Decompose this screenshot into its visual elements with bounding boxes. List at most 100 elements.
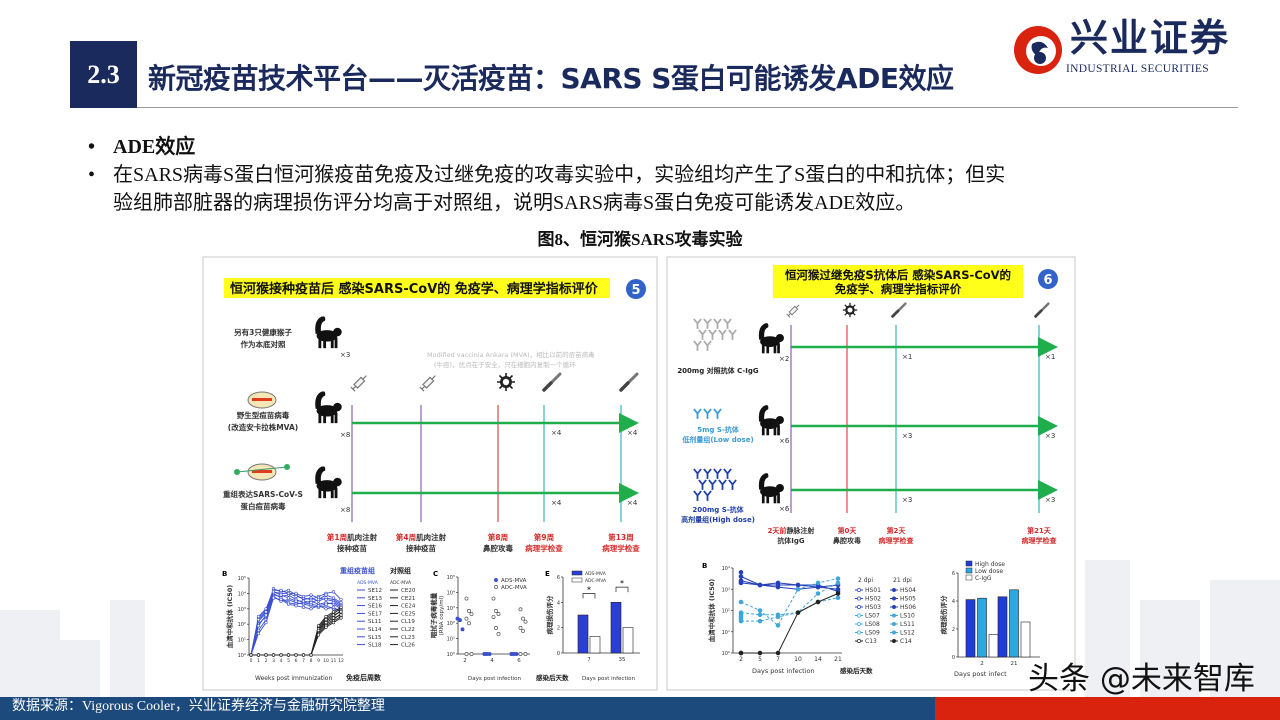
left-banner-text: 恒河猴接种疫苗后 感染SARS-CoV的 免疫学、病理学指标评价: [230, 281, 599, 297]
bar-ADC-MVA: [589, 636, 601, 654]
legend-label: ADS-MVA: [501, 578, 527, 584]
significance-marker: *: [587, 585, 591, 594]
data-point-ADC-MVA: [518, 652, 523, 656]
data-point: [835, 576, 841, 581]
data-point-ADC-MVA: [494, 608, 498, 613]
virus-icon: [496, 372, 516, 392]
x-tick-label: 6: [295, 658, 298, 664]
data-point: [815, 591, 821, 596]
y-tick-label: 10⁰: [447, 652, 455, 658]
virus-icon: [842, 302, 858, 318]
data-point-ADC-MVA: [464, 652, 469, 656]
bar-ADS-MVA: [610, 602, 622, 654]
data-point: [757, 618, 763, 624]
left-badge-text: 5: [631, 283, 640, 298]
group-label: 200mg S-抗体: [692, 505, 744, 514]
data-point: [324, 621, 328, 625]
data-point: [331, 621, 336, 625]
data-point-ADC-MVA: [521, 616, 525, 621]
x-tick-label: 2: [265, 658, 268, 664]
timepoint-label: 第4周肌肉注射: [396, 532, 447, 542]
logo-text: 兴业证券: [1070, 18, 1231, 60]
y-tick-label: 6: [952, 571, 955, 577]
data-point: [757, 650, 763, 656]
data-point: [316, 633, 321, 637]
timepoint-detail: 鼻腔攻毒: [833, 536, 861, 545]
footer-accent: [935, 697, 1280, 720]
data-point: [286, 596, 291, 600]
legend-label: LS10: [900, 613, 915, 620]
legend-swatch: [571, 577, 583, 583]
data-point: [309, 593, 313, 597]
data-point: [738, 599, 744, 605]
data-point: [324, 614, 328, 619]
timepoint-detail: 病理学检查: [879, 536, 915, 545]
data-point: [324, 602, 328, 606]
x-axis-label-cn: 感染后天数: [840, 666, 873, 675]
y-tick-label: 10⁰: [238, 653, 246, 659]
bullet-marker: •: [88, 164, 96, 186]
skyline-decoration: [0, 610, 60, 697]
data-point: [835, 586, 841, 592]
data-point-ADS-MVA: [514, 652, 519, 656]
timepoint-label: 第2天: [887, 526, 907, 535]
end-count: ×1: [1045, 353, 1055, 361]
data-point: [339, 613, 343, 617]
data-point: [256, 631, 261, 636]
data-point: [324, 597, 328, 602]
data-point: [256, 617, 261, 622]
x-tick-label: 21: [1011, 661, 1018, 667]
timepoint-label: 第0天: [838, 526, 858, 535]
data-point: [286, 653, 291, 657]
data-point: [309, 653, 313, 657]
legend-label: SE12: [368, 588, 382, 594]
timepoint-highlight: 第0天: [838, 526, 858, 535]
y-axis-label: 血清中和抗体 (IC50): [225, 585, 234, 648]
timepoint-detail: 抗体IgG: [777, 536, 805, 545]
timepoint-label: 第8周: [488, 532, 508, 542]
panel-label: B: [702, 562, 707, 570]
data-point: [309, 601, 313, 605]
x-tick-label: 12: [338, 658, 344, 664]
bullet-marker: •: [88, 136, 96, 158]
group-label: 低剂量组(Low dose): [681, 435, 753, 444]
legend-swatch: [892, 596, 896, 601]
legend-swatch: [892, 613, 896, 618]
group-label: (改造安卡拉株MVA): [228, 422, 298, 432]
data-point: [309, 607, 313, 611]
right-banner-text: 免疫学、病理学指标评价: [835, 282, 962, 296]
series-line-LS10: [740, 597, 839, 616]
data-point-ADC-MVA: [467, 621, 471, 626]
data-point: [279, 588, 283, 592]
data-point: [256, 653, 261, 657]
data-point-ADC-MVA: [521, 628, 525, 633]
data-point: [301, 594, 306, 599]
x-tick-label: 8: [310, 658, 313, 664]
x-axis-label: Days post infection: [582, 676, 636, 682]
legend-swatch: [857, 596, 861, 601]
data-point: [316, 604, 321, 608]
watermark: 头条 @未来智库: [1028, 661, 1255, 697]
timepoint-detail: 接种疫苗: [337, 543, 367, 553]
legend-label: SL18: [368, 643, 382, 649]
x-tick-label: 21: [834, 656, 842, 663]
legend-label: HS02: [865, 596, 881, 603]
data-point: [757, 612, 763, 618]
y-tick-label: 10³: [722, 587, 730, 593]
y-tick-label: 4: [557, 600, 560, 606]
timepoint-highlight: 第8周: [488, 532, 508, 542]
legend-swatch: [965, 574, 973, 581]
data-point: [301, 599, 306, 603]
y-tick-label: 10⁵: [238, 576, 246, 582]
data-point: [264, 653, 268, 657]
series-line-HS06: [740, 582, 839, 590]
y-axis-label: 病理损伤评分: [545, 595, 554, 635]
group-count: ×3: [340, 351, 350, 359]
timepoint-text: 肌肉注射: [346, 532, 377, 542]
data-point: [738, 574, 744, 579]
data-point-ADS-MVA: [482, 652, 487, 656]
y-tick-label: 10⁴: [722, 566, 730, 572]
